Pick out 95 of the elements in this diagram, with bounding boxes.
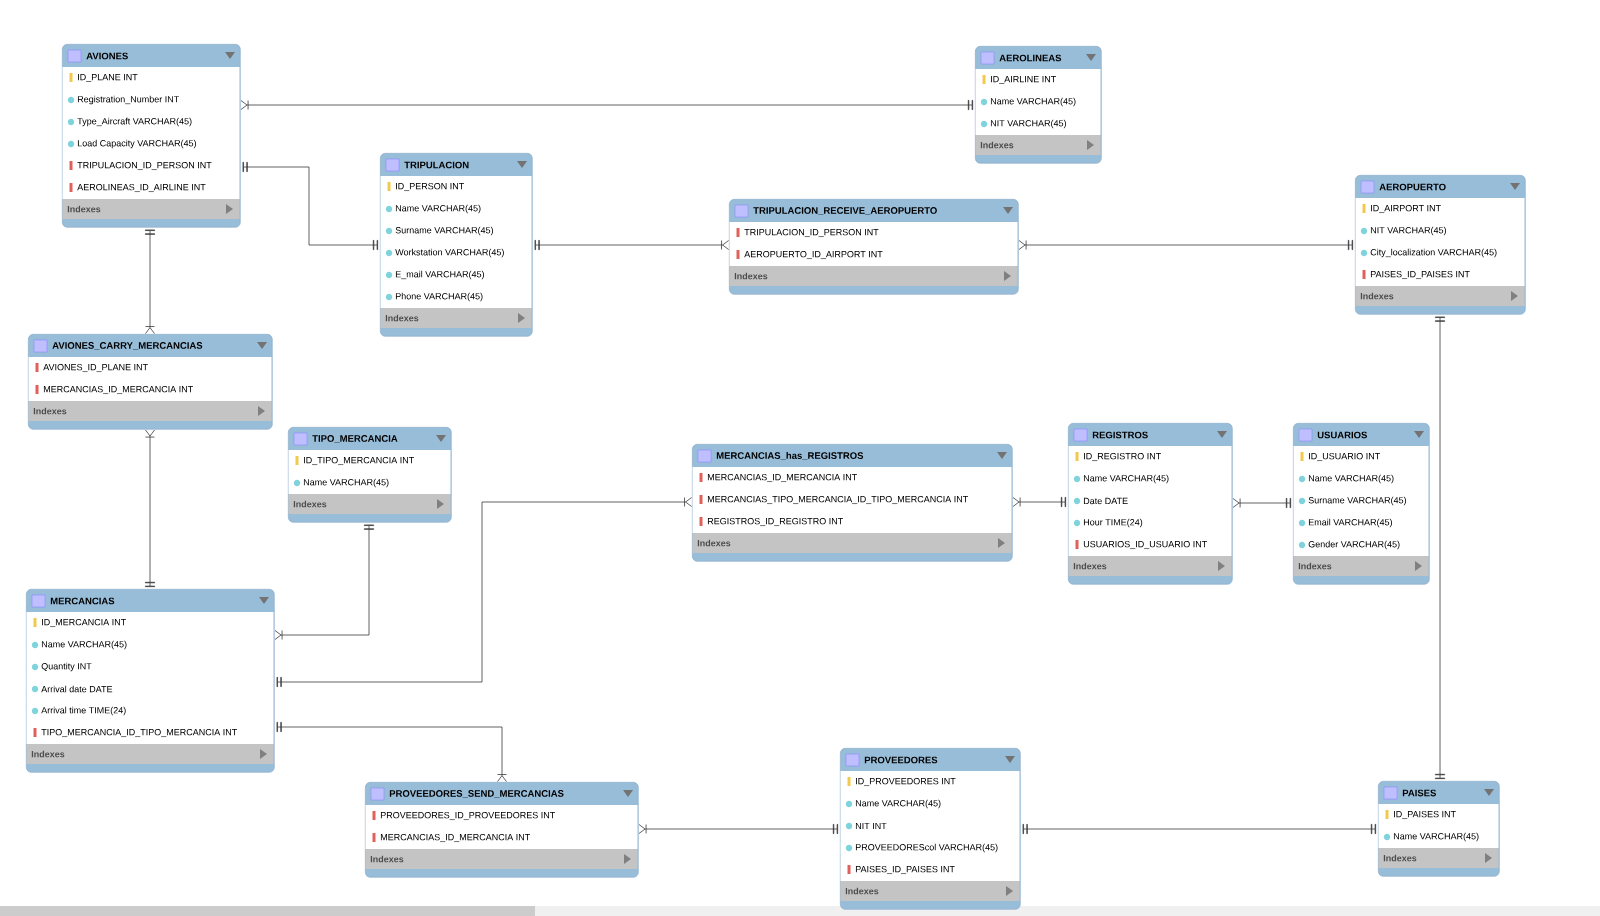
column-name: NIT INT	[855, 822, 887, 830]
column-name: Workstation VARCHAR(45)	[395, 248, 504, 258]
column-name: Surname VARCHAR(45)	[1308, 496, 1406, 506]
table-title: TRIPULACION	[404, 161, 469, 169]
column-name: Name VARCHAR(45)	[1083, 474, 1169, 484]
column-name: TRIPULACION_ID_PERSON INT	[77, 161, 212, 171]
column-name: Name VARCHAR(45)	[41, 640, 127, 650]
column-name: Quantity INT	[41, 662, 92, 672]
column-name: Phone VARCHAR(45)	[395, 292, 483, 302]
column-name: Name VARCHAR(45)	[303, 478, 389, 488]
column-name: REGISTROS_ID_REGISTRO INT	[707, 517, 843, 527]
column-name: Type_Aircraft VARCHAR(45)	[77, 117, 192, 127]
column-name: AVIONES_ID_PLANE INT	[43, 363, 148, 373]
column-name: PROVEEDORES_ID_PROVEEDORES INT	[380, 811, 556, 821]
indexes-bar: Indexes	[1355, 286, 1525, 306]
table-title: TRIPULACION_RECEIVE_AEROPUERTO	[753, 207, 937, 215]
relationship-line	[276, 497, 692, 687]
column-name: Name VARCHAR(45)	[1393, 832, 1479, 842]
table-title: AVIONES	[86, 52, 128, 60]
relationship-line	[638, 824, 838, 834]
indexes-bar: Indexes	[380, 308, 532, 328]
column-name: NIT VARCHAR(45)	[1370, 226, 1446, 236]
column-name: Gender VARCHAR(45)	[1308, 540, 1400, 550]
column-name: PROVEEDOREScol VARCHAR(45)	[855, 843, 998, 853]
column-name: ID_AIRPORT INT	[1371, 204, 1441, 214]
column-name: MERCANCIAS_ID_MERCANCIA INT	[43, 385, 193, 395]
indexes-bar: Indexes	[1068, 556, 1232, 576]
indexes-bar: Indexes	[1378, 848, 1499, 868]
relationship-line	[276, 722, 507, 782]
column-name: ID_USUARIO INT	[1309, 452, 1380, 462]
column-name: Name VARCHAR(45)	[990, 97, 1076, 107]
relationship-line	[274, 524, 374, 640]
relationship-line	[240, 100, 973, 110]
column-name: PAISES_ID_PAISES INT	[855, 865, 955, 875]
column-name: Load Capacity VARCHAR(45)	[77, 139, 196, 149]
column-name: Name VARCHAR(45)	[1308, 474, 1394, 484]
table-title: USUARIOS	[1317, 431, 1367, 439]
column-name: ID_REGISTRO INT	[1084, 452, 1161, 462]
column-name: MERCANCIAS_ID_MERCANCIA INT	[707, 473, 857, 483]
column-name: ID_PLANE INT	[78, 74, 138, 82]
table-title: PAISES	[1402, 789, 1436, 797]
column-name: Registration_Number INT	[77, 95, 179, 105]
column-name: AEROLINEAS_ID_AIRLINE INT	[77, 183, 206, 193]
column-name: MERCANCIAS_ID_MERCANCIA INT	[380, 833, 530, 843]
indexes-bar: Indexes	[365, 849, 638, 869]
column-name: Surname VARCHAR(45)	[395, 226, 493, 236]
table-title: PROVEEDORES_SEND_MERCANCIAS	[389, 790, 564, 798]
column-name: City_localization VARCHAR(45)	[1370, 248, 1497, 258]
relationship-line	[1022, 824, 1376, 834]
relationship-line	[1232, 498, 1291, 508]
indexes-bar: Indexes	[28, 401, 272, 421]
relationship-line	[145, 229, 155, 334]
column-name: PAISES_ID_PAISES INT	[1370, 270, 1470, 280]
table-title: MERCANCIAS	[50, 597, 115, 605]
column-name: TIPO_MERCANCIA_ID_TIPO_MERCANCIA INT	[41, 728, 237, 738]
column-name: Name VARCHAR(45)	[395, 204, 481, 214]
column-name: Arrival date DATE	[41, 685, 113, 693]
table-title: REGISTROS	[1092, 431, 1148, 439]
column-name: Hour TIME(24)	[1083, 518, 1143, 528]
column-name: Date DATE	[1083, 497, 1128, 505]
relationship-line	[242, 162, 378, 250]
indexes-bar: Indexes	[975, 135, 1101, 155]
column-name: Name VARCHAR(45)	[855, 799, 941, 809]
column-name: ID_PAISES INT	[1394, 810, 1456, 820]
indexes-bar: Indexes	[840, 881, 1020, 901]
column-name: MERCANCIAS_TIPO_MERCANCIA_ID_TIPO_MERCANCIA INT	[707, 495, 968, 505]
column-name: E_mail VARCHAR(45)	[395, 270, 484, 280]
relationship-line	[1018, 240, 1353, 250]
indexes-bar: Indexes	[1293, 556, 1429, 576]
column-name: TRIPULACION_ID_PERSON INT	[744, 228, 879, 238]
indexes-bar: Indexes	[62, 199, 240, 219]
column-name: NIT VARCHAR(45)	[990, 119, 1066, 129]
column-name: Email VARCHAR(45)	[1308, 518, 1392, 528]
column-name: ID_TIPO_MERCANCIA INT	[304, 456, 414, 466]
column-name: ID_PERSON INT	[396, 182, 464, 192]
table-title: PROVEEDORES	[864, 756, 938, 764]
column-name: ID_PROVEEDORES INT	[856, 777, 956, 787]
column-name: Arrival time TIME(24)	[41, 706, 126, 716]
column-name: AEROPUERTO_ID_AIRPORT INT	[744, 250, 883, 260]
table-title: AVIONES_CARRY_MERCANCIAS	[52, 342, 203, 350]
relationship-line	[1435, 316, 1445, 779]
table-title: TIPO_MERCANCIA	[312, 435, 398, 443]
indexes-bar: Indexes	[729, 266, 1018, 286]
indexes-bar: Indexes	[26, 744, 274, 764]
relationship-line	[534, 240, 729, 250]
column-name: ID_MERCANCIA INT	[42, 618, 126, 628]
column-name: USUARIOS_ID_USUARIO INT	[1083, 540, 1207, 550]
table-title: AEROLINEAS	[999, 54, 1062, 62]
indexes-bar: Indexes	[692, 533, 1012, 553]
table-title: MERCANCIAS_has_REGISTROS	[716, 452, 864, 461]
column-name: ID_AIRLINE INT	[991, 76, 1056, 84]
relationship-line	[1012, 497, 1066, 507]
relationship-line	[145, 429, 155, 587]
indexes-bar: Indexes	[288, 494, 451, 514]
table-title: AEROPUERTO	[1379, 183, 1446, 191]
